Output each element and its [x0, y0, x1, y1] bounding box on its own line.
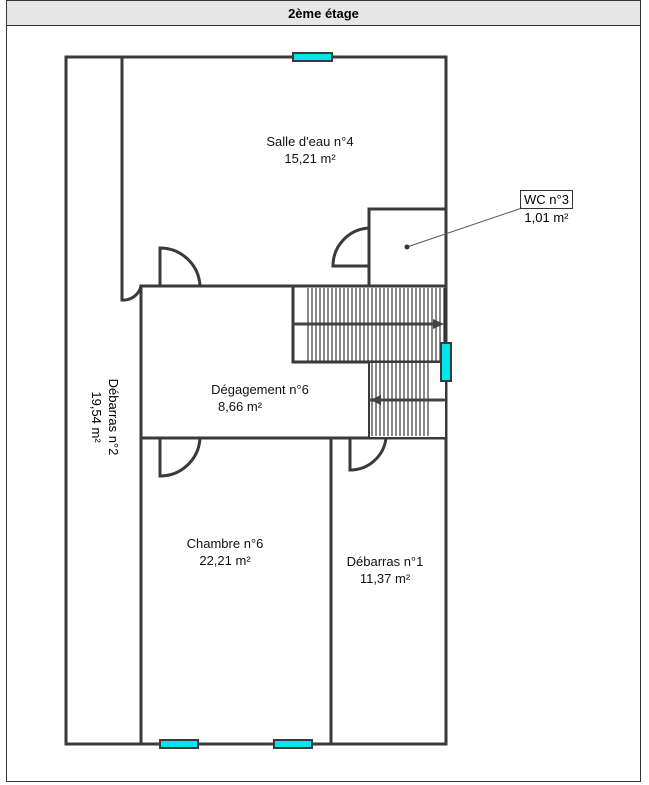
stair-arrow-up: [433, 319, 444, 329]
window-bottom-right: [273, 739, 313, 749]
room-area: 11,37 m²: [359, 571, 411, 586]
room-degagement: Dégagement n°6 8,66 m²: [190, 381, 330, 415]
door-debarras2: [120, 278, 143, 302]
window-right: [440, 342, 452, 382]
room-debarras2: Débarras n°2 19,54 m²: [88, 372, 122, 462]
window-bottom-left: [159, 739, 199, 749]
room-area: 1,01 m²: [524, 210, 569, 225]
room-wc: WC n°3 1,01 m²: [520, 190, 573, 226]
stairs: [291, 284, 448, 439]
room-chambre: Chambre n°6 22,21 m²: [160, 535, 290, 569]
room-name: Dégagement n°6: [211, 382, 309, 397]
door-debarras1: [348, 437, 388, 472]
room-name: Salle d'eau n°4: [266, 134, 354, 149]
door-chambre: [158, 437, 202, 478]
floor-title: 2ème étage: [6, 0, 641, 26]
room-area: 19,54 m²: [89, 391, 104, 443]
stair-arrow-down: [370, 395, 381, 405]
door-wc: [331, 226, 370, 268]
room-salle-eau: Salle d'eau n°4 15,21 m²: [240, 133, 380, 167]
door-degagement-top: [158, 246, 202, 287]
windows: [159, 52, 452, 749]
room-area: 22,21 m²: [199, 553, 251, 568]
room-name: Débarras n°2: [106, 378, 121, 456]
room-debarras1: Débarras n°1 11,37 m²: [325, 553, 445, 587]
wc-leader-line: [406, 207, 523, 248]
room-area: 8,66 m²: [217, 399, 263, 414]
room-name: WC n°3: [520, 190, 573, 209]
room-area: 15,21 m²: [284, 151, 336, 166]
window-top: [292, 52, 333, 62]
room-name: Débarras n°1: [346, 554, 424, 569]
doors: [120, 226, 388, 478]
room-name: Chambre n°6: [186, 536, 264, 551]
wc-leader-dot: [404, 244, 410, 250]
